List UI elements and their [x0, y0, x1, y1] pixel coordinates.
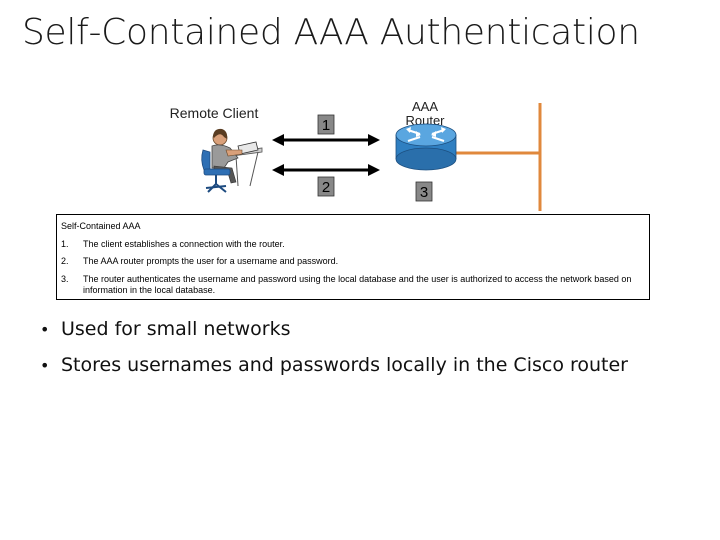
step-badge-2: 2: [317, 176, 335, 197]
bullet-item: • Used for small networks: [40, 318, 628, 340]
info-step-text: The router authenticates the username an…: [83, 274, 632, 295]
connection-arrow-top: [272, 134, 380, 146]
info-step-number: 2.: [61, 256, 69, 266]
remote-client-label: Remote Client: [170, 105, 259, 121]
info-step-text: The AAA router prompts the user for a us…: [83, 256, 339, 266]
info-box-header: Self-Contained AAA: [61, 221, 141, 231]
step-badge-3: 3: [415, 181, 433, 202]
router-label-line1: AAA: [412, 99, 438, 114]
bullet-item: • Stores usernames and passwords locally…: [40, 354, 628, 376]
info-step-text: The client establishes a connection with…: [83, 239, 285, 249]
svg-text:3: 3: [420, 184, 428, 201]
info-step-1: 1. The client establishes a connection w…: [61, 239, 645, 250]
slide-title: Self-Contained AAA Authentication: [22, 12, 640, 53]
router-icon: [395, 123, 457, 171]
info-step-number: 1.: [61, 239, 69, 249]
remote-client-icon: [201, 128, 263, 193]
info-step-2: 2. The AAA router prompts the user for a…: [61, 256, 645, 267]
network-segment: [455, 103, 542, 211]
svg-text:1: 1: [322, 117, 330, 134]
step-badge-1: 1: [317, 114, 335, 135]
info-step-number: 3.: [61, 274, 69, 284]
info-step-3: 3. The router authenticates the username…: [61, 274, 645, 296]
bullet-list: • Used for small networks • Stores usern…: [40, 318, 628, 390]
info-box: Self-Contained AAA 1. The client establi…: [56, 214, 650, 300]
bullet-dot: •: [40, 356, 50, 375]
bullet-text: Stores usernames and passwords locally i…: [61, 354, 628, 376]
bullet-text: Used for small networks: [61, 318, 291, 340]
connection-arrow-bottom: [272, 164, 380, 176]
svg-text:2: 2: [322, 179, 330, 196]
bullet-dot: •: [40, 320, 50, 339]
